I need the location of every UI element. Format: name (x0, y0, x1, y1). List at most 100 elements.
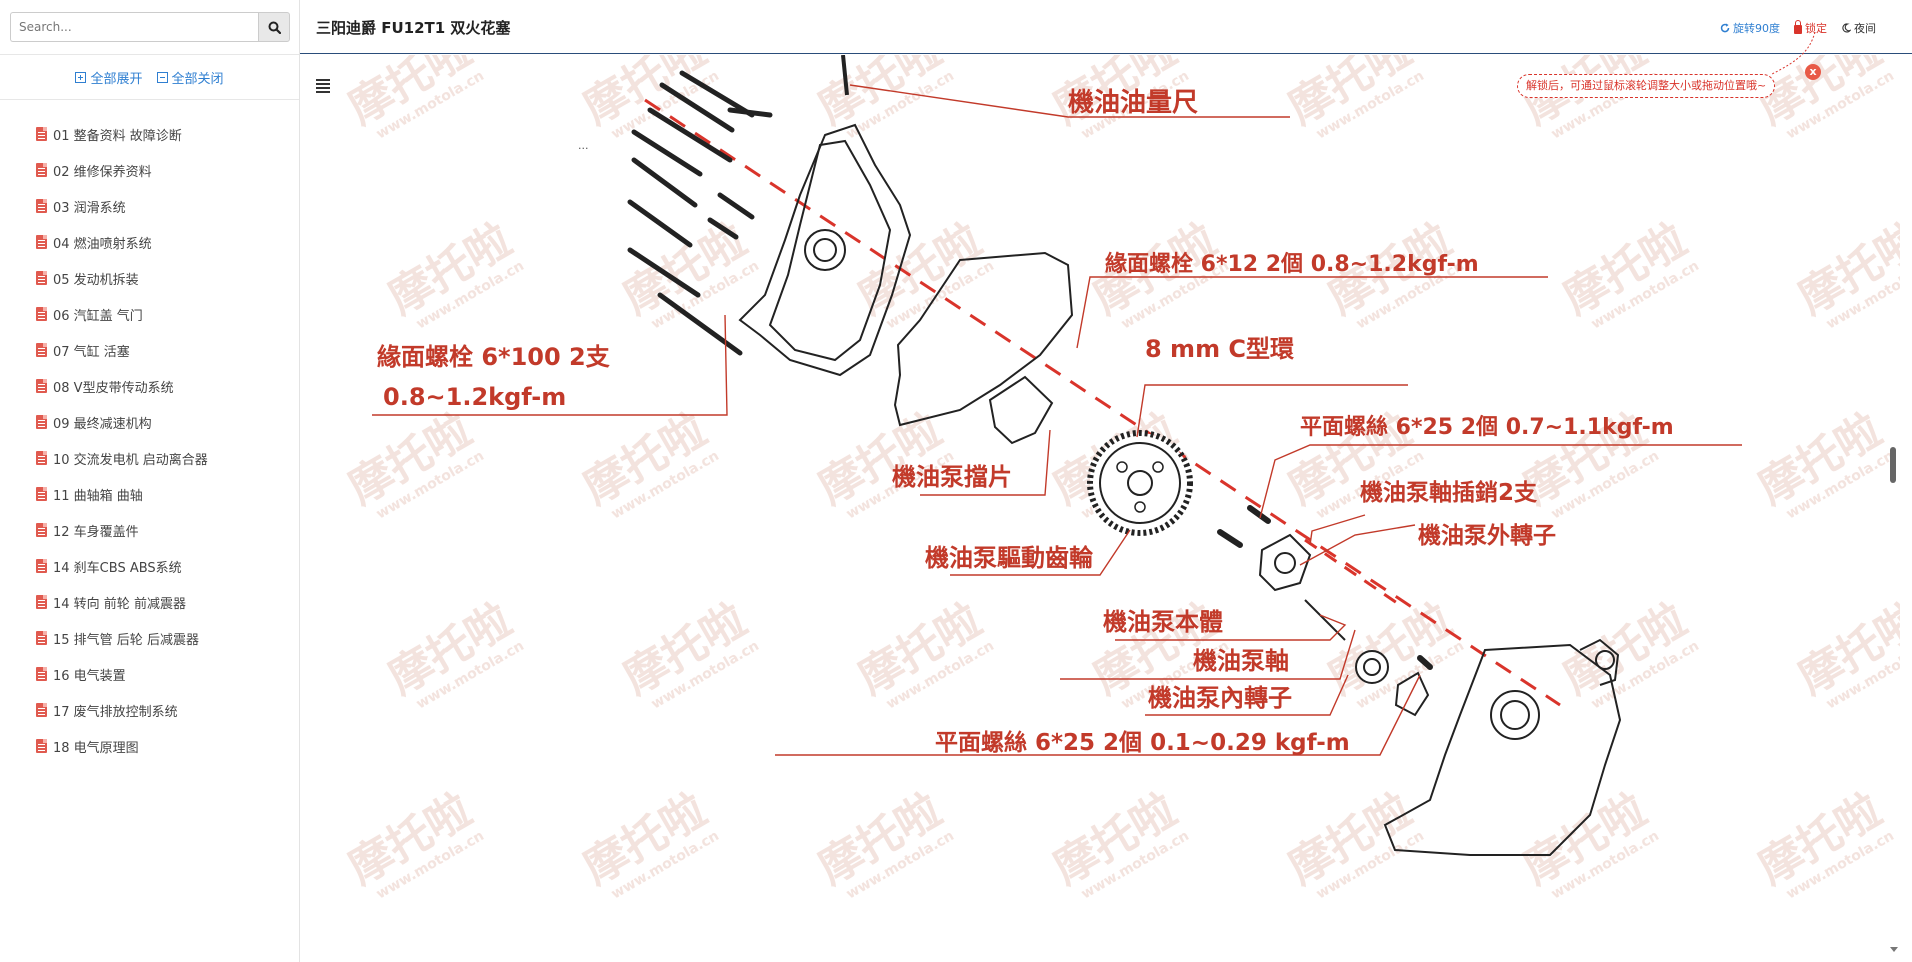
chapter-label: 16 电气装置 (53, 668, 126, 684)
pump-screws (1217, 505, 1433, 670)
chapter-item[interactable]: 02 维修保养资料 (36, 152, 208, 188)
scrollbar-thumb[interactable] (1890, 447, 1896, 483)
chapter-item[interactable]: 10 交流发电机 启动离合器 (36, 440, 208, 476)
document-icon (36, 739, 47, 753)
search-button[interactable] (258, 12, 290, 42)
chapter-item[interactable]: 12 车身覆盖件 (36, 512, 208, 548)
expand-all-button[interactable]: 全部展开 (75, 68, 143, 87)
lock-label: 锁定 (1805, 22, 1827, 35)
label-flat-screw-top: 平面螺絲 6*25 2個 0.7~1.1kgf-m (1300, 414, 1674, 440)
search-icon (268, 21, 281, 34)
label-pump-pin: 機油泵軸插銷2支 (1360, 479, 1538, 506)
document-icon (36, 667, 47, 681)
collapse-all-button[interactable]: 全部关闭 (156, 68, 224, 87)
chapter-item[interactable]: 14 刹车CBS ABS系统 (36, 548, 208, 584)
chapter-item[interactable]: 15 排气管 后轮 后减震器 (36, 620, 208, 656)
moon-icon (1842, 23, 1851, 33)
chapter-label: 14 转向 前轮 前减震器 (53, 596, 186, 612)
chapter-label: 10 交流发电机 启动离合器 (53, 452, 208, 468)
label-flange-bolt-12: 緣面螺栓 6*12 2個 0.8~1.2kgf-m (1105, 251, 1479, 277)
lock-button[interactable]: 锁定 (1794, 20, 1827, 36)
collapse-all-label: 全部关闭 (171, 71, 224, 87)
unlock-hint-tooltip: 解锁后，可通过鼠标滚轮调整大小或拖动位置哦~ (1517, 74, 1776, 98)
document-icon (36, 307, 47, 321)
more-dots[interactable]: ... (578, 139, 589, 152)
chapter-label: 15 排气管 后轮 后减震器 (53, 632, 199, 648)
chapter-list: 01 整备资料 故障诊断 02 维修保养资料 03 润滑系统 04 燃油喷射系统 05 … (36, 116, 208, 764)
chapter-label: 06 汽缸盖 气门 (53, 308, 143, 324)
sidebar: 全部展开 全部关闭 01 整备资料 故障诊断 02 维修保养资料 03 润滑系统 04… (0, 0, 300, 962)
chapter-item[interactable]: 01 整备资料 故障诊断 (36, 116, 208, 152)
label-inner-rotor: 機油泵內轉子 (1148, 684, 1292, 712)
chapter-item[interactable]: 14 转向 前轮 前减震器 (36, 584, 208, 620)
chapter-item[interactable]: 18 电气原理图 (36, 728, 208, 764)
chapter-label: 12 车身覆盖件 (53, 524, 139, 540)
document-icon (36, 271, 47, 285)
label-dipstick: 機油油量尺 (1068, 88, 1198, 118)
drive-gear (1087, 430, 1193, 536)
chapter-item[interactable]: 16 电气装置 (36, 656, 208, 692)
chapter-item[interactable]: 11 曲轴箱 曲轴 (36, 476, 208, 512)
night-mode-label: 夜间 (1854, 22, 1876, 35)
document-icon (36, 199, 47, 213)
document-icon (36, 451, 47, 465)
label-pump-shaft: 機油泵軸 (1193, 647, 1289, 675)
lock-icon (1794, 20, 1802, 34)
plus-square-icon (75, 71, 87, 83)
document-icon (36, 631, 47, 645)
chapter-label: 18 电气原理图 (53, 740, 139, 756)
chapter-label: 05 发动机拆装 (53, 272, 139, 288)
night-mode-button[interactable]: 夜间 (1841, 20, 1876, 36)
chapter-item[interactable]: 09 最终减速机构 (36, 404, 208, 440)
chapter-item[interactable]: 04 燃油喷射系统 (36, 224, 208, 260)
chapter-item[interactable]: 17 废气排放控制系统 (36, 692, 208, 728)
expand-all-label: 全部展开 (90, 71, 143, 87)
label-outer-rotor: 機油泵外轉子 (1418, 522, 1556, 549)
document-icon (36, 127, 47, 141)
oil-pump-parts (1258, 533, 1430, 717)
chapter-label: 04 燃油喷射系统 (53, 236, 152, 252)
chapter-item[interactable]: 08 V型皮带传动系统 (36, 368, 208, 404)
pump-plate (988, 375, 1054, 445)
expand-collapse-bar: 全部展开 全部关闭 (0, 54, 299, 100)
chapter-label: 09 最终减速机构 (53, 416, 152, 432)
label-c-ring: 8 mm C型環 (1145, 335, 1295, 363)
chapter-label: 17 废气排放控制系统 (53, 704, 178, 720)
long-bolts (627, 70, 773, 356)
document-icon (36, 703, 47, 717)
label-torque-100: 0.8~1.2kgf-m (383, 383, 566, 411)
crankcase-cover (738, 123, 912, 377)
document-icon (36, 523, 47, 537)
chapter-label: 08 V型皮带传动系统 (53, 380, 174, 396)
header-actions: 旋转90度 锁定 夜间 (1720, 20, 1876, 36)
document-icon (36, 379, 47, 393)
close-tooltip-button[interactable]: x (1805, 64, 1821, 80)
document-icon (36, 559, 47, 573)
scroll-down-arrow[interactable] (1890, 947, 1898, 952)
rotate-label: 旋转90度 (1733, 22, 1780, 35)
chapter-item[interactable]: 07 气缸 活塞 (36, 332, 208, 368)
chapter-label: 01 整备资料 故障诊断 (53, 128, 182, 144)
document-icon (36, 595, 47, 609)
chapter-label: 03 润滑系统 (53, 200, 126, 216)
gasket (893, 251, 1074, 427)
chapter-label: 11 曲轴箱 曲轴 (53, 488, 143, 504)
minus-square-icon (156, 71, 168, 83)
top-bar: 三阳迪爵 FU12T1 双火花塞 旋转90度 锁定 夜间 (300, 0, 1912, 54)
label-flat-screw-bottom: 平面螺絲 6*25 2個 0.1~0.29 kgf-m (935, 729, 1350, 756)
chapter-label: 14 刹车CBS ABS系统 (53, 560, 182, 576)
menu-toggle-icon[interactable] (316, 79, 330, 95)
search-input[interactable] (10, 12, 258, 42)
rotate-icon (1720, 23, 1730, 33)
label-drive-gear: 機油泵驅動齒輪 (925, 544, 1094, 572)
page-title: 三阳迪爵 FU12T1 双火花塞 (316, 19, 511, 37)
rotate-button[interactable]: 旋转90度 (1720, 20, 1780, 36)
chapter-label: 07 气缸 活塞 (53, 344, 130, 360)
chapter-item[interactable]: 05 发动机拆装 (36, 260, 208, 296)
assembly-axis-2 (1304, 538, 1401, 607)
leader-lines (372, 84, 1742, 756)
chapter-item[interactable]: 06 汽缸盖 气门 (36, 296, 208, 332)
chapter-item[interactable]: 03 润滑系统 (36, 188, 208, 224)
